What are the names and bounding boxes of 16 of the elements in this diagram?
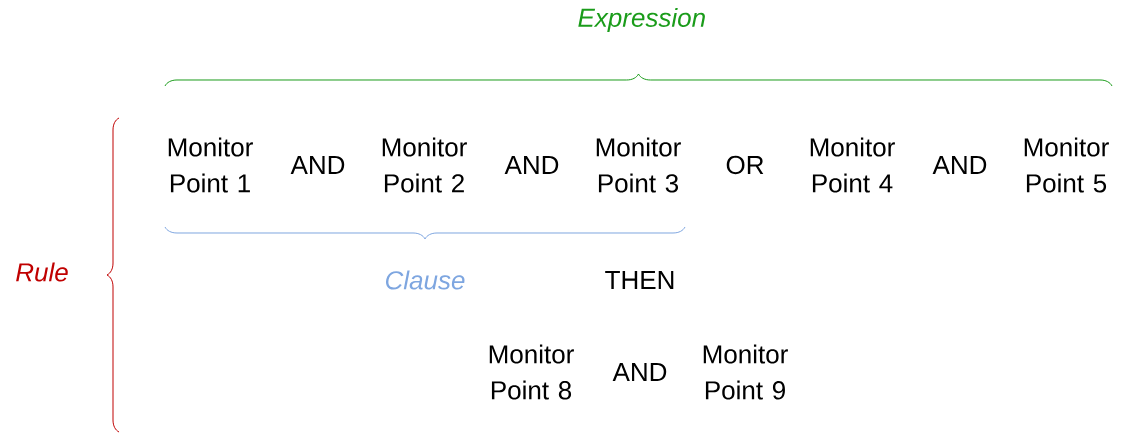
- operator-label: AND: [612, 363, 667, 381]
- operator-label: THEN: [605, 271, 674, 289]
- term-label: Monitor Point 5: [1024, 137, 1109, 193]
- term-label: Monitor Point 2: [382, 137, 467, 193]
- operator-label: AND: [932, 156, 987, 174]
- term-label: Monitor Point 3: [596, 137, 681, 193]
- term-label: Monitor Point 1: [168, 137, 253, 193]
- operator-label: AND: [504, 156, 559, 174]
- bracket-label: Clause: [385, 270, 465, 290]
- term-label: Monitor Point 8: [489, 344, 574, 400]
- term-label: Monitor Point 9: [703, 344, 788, 400]
- term-label: Monitor Point 4: [810, 137, 895, 193]
- bracket-label: Expression: [578, 7, 705, 33]
- operator-label: OR: [726, 155, 764, 175]
- operator-label: AND: [290, 156, 345, 174]
- bracket-label: Rule: [16, 262, 68, 282]
